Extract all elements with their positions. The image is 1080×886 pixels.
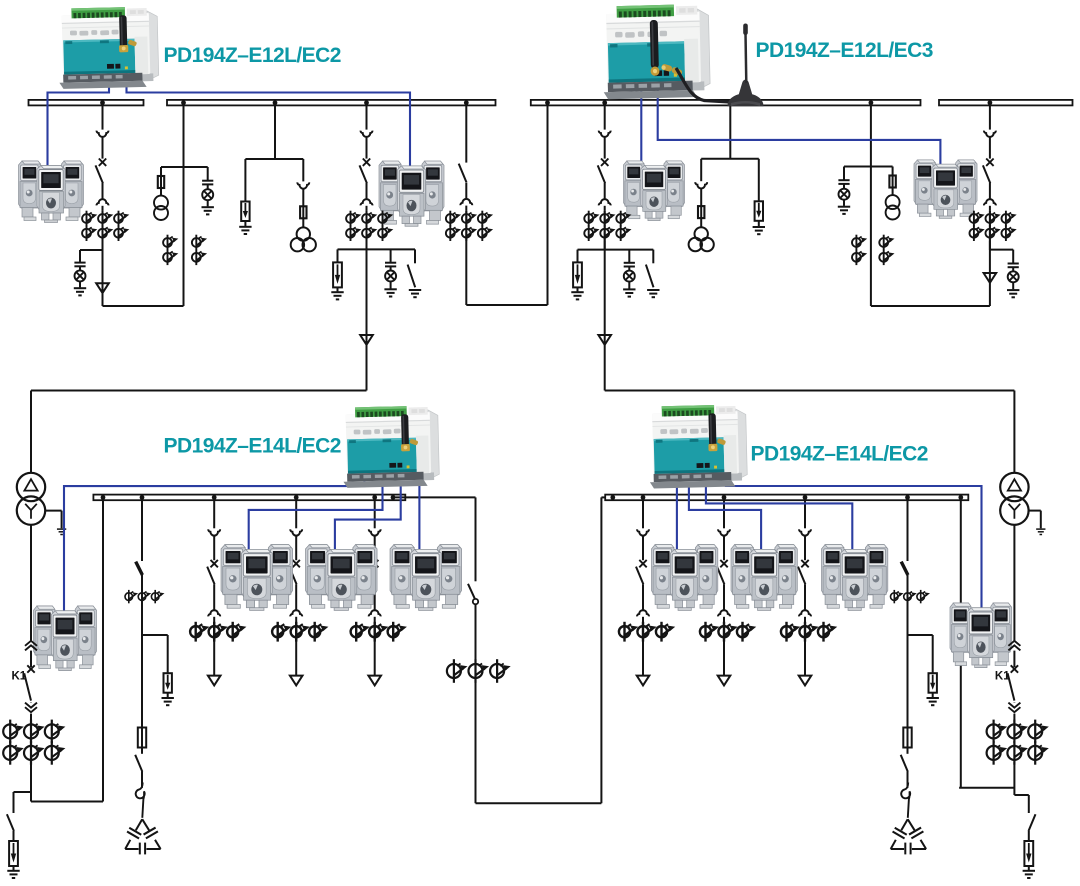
svg-text:PD194Z–E14L/EC2: PD194Z–E14L/EC2 bbox=[164, 435, 341, 458]
svg-text:PD194Z–E12L/EC2: PD194Z–E12L/EC2 bbox=[164, 44, 341, 67]
svg-text:K1: K1 bbox=[12, 671, 27, 683]
svg-text:PD194Z–E14L/EC2: PD194Z–E14L/EC2 bbox=[751, 443, 928, 466]
svg-text:PD194Z–E12L/EC3: PD194Z–E12L/EC3 bbox=[756, 39, 933, 62]
svg-text:K1: K1 bbox=[995, 671, 1010, 683]
